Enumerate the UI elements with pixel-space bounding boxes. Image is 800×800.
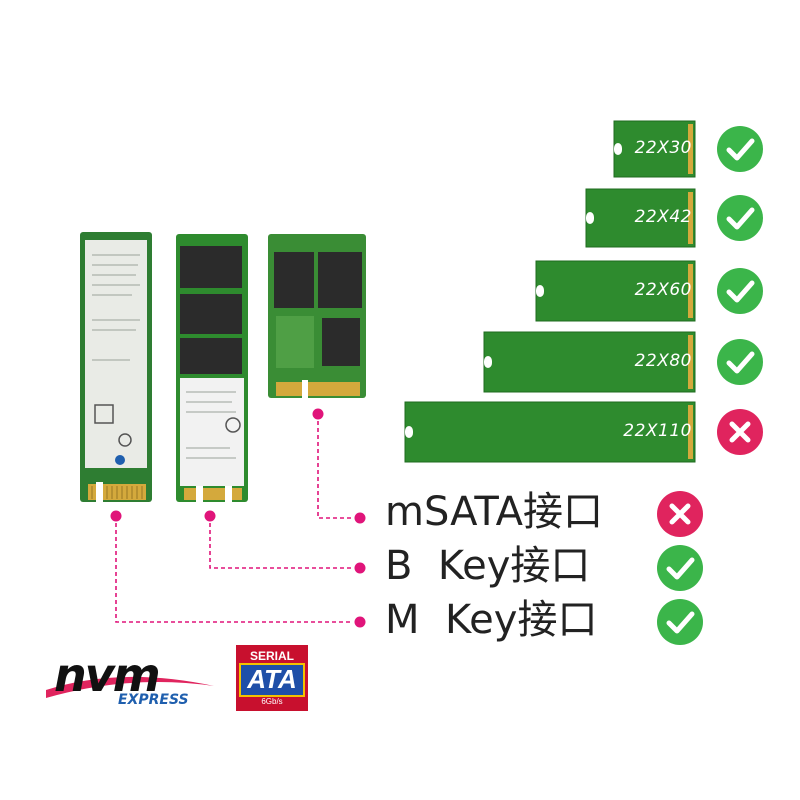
size-status-marks: [717, 126, 763, 455]
pointer-dots: [110, 408, 366, 628]
size-bar-22x30: [613, 120, 696, 178]
pointer-b-key: [209, 516, 352, 569]
size-bars: [404, 120, 696, 463]
interface-status-check-icon: [657, 599, 703, 645]
size-label: 22X110: [623, 421, 692, 441]
size-status-cross-icon: [717, 409, 763, 455]
sata-logo-top-text: SERIAL: [249, 649, 294, 663]
size-status-check-icon: [717, 339, 763, 385]
m-key-ssd-module: [80, 232, 152, 502]
sata-logo-main-text: ATA: [247, 664, 297, 694]
nvme-logo-subtext: EXPRESS: [118, 692, 189, 708]
size-label: 22X42: [634, 207, 692, 227]
size-bar-22x80: [483, 331, 696, 393]
interface-status-cross-icon: [657, 491, 703, 537]
sata-logo-graphic: [236, 645, 308, 711]
size-status-check-icon: [717, 195, 763, 241]
size-label: 22X80: [634, 351, 692, 371]
size-bar-22x110: [404, 401, 696, 463]
b-key-ssd-module: [176, 234, 248, 502]
nvme-logo-text: nvm: [54, 648, 161, 702]
size-label: 22X30: [634, 138, 692, 158]
sata-logo-speed-text: 6Gb/s: [261, 697, 283, 706]
interface-label: mSATA接口: [385, 489, 604, 535]
size-status-check-icon: [717, 126, 763, 172]
size-label: 22X60: [634, 280, 692, 300]
interface-label: M Key接口: [385, 597, 598, 643]
interface-status-marks: [657, 491, 703, 645]
pointer-lines: [115, 414, 352, 623]
pointer-m-key: [115, 516, 352, 623]
pointer-msata: [317, 414, 352, 519]
size-bar-22x42: [585, 188, 696, 248]
msata-ssd-module: [268, 234, 366, 398]
nvme-logo-graphic: [46, 676, 214, 698]
interface-label: B Key接口: [385, 543, 591, 589]
size-status-check-icon: [717, 268, 763, 314]
interface-status-check-icon: [657, 545, 703, 591]
size-bar-22x60: [535, 260, 696, 322]
